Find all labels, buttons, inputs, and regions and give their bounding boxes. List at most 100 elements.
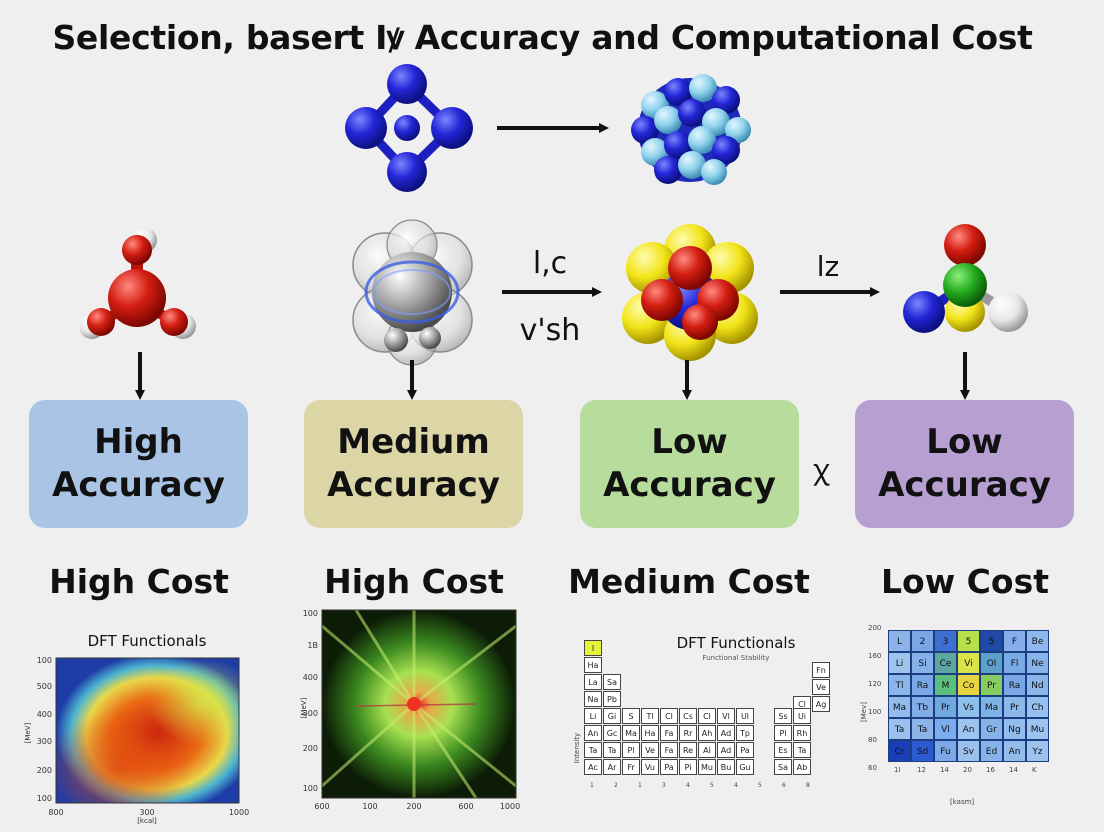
element-cell: Pb — [603, 691, 621, 707]
y-tick: 200 — [37, 766, 52, 775]
cost-label-2: High Cost — [324, 562, 504, 601]
element-cell: Ha — [641, 725, 659, 741]
y-tick: 100 — [37, 656, 52, 665]
periodic-table-subtitle: Functional Stability — [702, 654, 770, 662]
element-cell: Pi — [679, 759, 697, 775]
grid-cell: Ra — [1003, 674, 1026, 696]
element-cell: Ss — [774, 708, 792, 724]
element-cell: Ui — [793, 708, 811, 724]
element-cell: Sa — [603, 674, 621, 690]
element-cell: Tp — [736, 725, 754, 741]
x-tick: 800 — [48, 808, 63, 817]
element-cell: Ah — [698, 725, 716, 741]
element-cell: Pl — [774, 725, 792, 741]
yellow-red-molecule — [622, 224, 758, 361]
element-cell: Gc — [603, 725, 621, 741]
y-tick: 300 — [37, 737, 52, 746]
element-cell: Fr — [622, 759, 640, 775]
y-tick: 100 — [303, 784, 318, 793]
grid-x-label: [kasm] — [950, 798, 975, 806]
heatmap-1: DFT Functionals 100 500 400 300 200 100 … — [24, 632, 249, 825]
gray-orbital-molecule — [352, 219, 473, 366]
element-cell: Bu — [717, 759, 735, 775]
element-cell: La — [584, 674, 602, 690]
element-cell: Na — [584, 691, 602, 707]
accuracy-line2: Accuracy — [327, 465, 500, 505]
y-tick: 400 — [303, 673, 318, 682]
cost-label-1: High Cost — [49, 562, 229, 601]
accuracy-line1: High — [94, 422, 183, 462]
grid-cell: Nd — [1026, 674, 1049, 696]
y-tick: 60 — [868, 764, 877, 772]
grid-cell: Cr — [888, 740, 911, 762]
x-tick: 14 — [1009, 766, 1018, 774]
x-tick: 20 — [963, 766, 972, 774]
element-cell: I — [584, 640, 602, 656]
grid-cell: Ed — [980, 740, 1003, 762]
y-axis-label: [MeV] — [300, 697, 308, 718]
element-cell: Fn — [812, 662, 830, 678]
element-cell: Ve — [641, 742, 659, 758]
element-cell: Ac — [584, 759, 602, 775]
element-cell: Vu — [641, 759, 659, 775]
x-tick: 8 — [806, 782, 810, 789]
x-tick: 2 — [614, 782, 618, 789]
grid-cell: Fu — [934, 740, 957, 762]
element-cell: Cl — [698, 708, 716, 724]
y-tick: 100 — [303, 609, 318, 618]
grid-cell: Ma — [888, 696, 911, 718]
grid-cell: Ne — [1026, 652, 1049, 674]
grid-cell: Ta — [911, 718, 934, 740]
element-cell: Fa — [660, 725, 678, 741]
element-cell: Ha — [584, 657, 602, 673]
grid-cell: Sd — [911, 740, 934, 762]
page-title: Selection, basert Iꝟ Accuracy and Comput… — [52, 18, 1033, 57]
blue-square-molecule — [345, 64, 473, 192]
cost-label-3: Medium Cost — [568, 562, 810, 601]
x-tick: 300 — [139, 808, 154, 817]
element-cell: Ve — [812, 679, 830, 695]
grid-cell: 3 — [934, 630, 957, 652]
grid-cell: Yz — [1026, 740, 1049, 762]
x-tick: 200 — [406, 802, 421, 811]
element-cell: An — [584, 725, 602, 741]
grid-cell: Li — [888, 652, 911, 674]
grid-cell: Ch — [1026, 696, 1049, 718]
grid-cell: 2 — [911, 630, 934, 652]
element-cell: Ta — [584, 742, 602, 758]
grid-cell: Tl — [888, 674, 911, 696]
grid-cell: Fl — [1003, 652, 1026, 674]
x-tick: 3 — [662, 782, 666, 789]
element-cell: Gi — [603, 708, 621, 724]
x-tick: 1000 — [229, 808, 249, 817]
x-tick: 1I — [894, 766, 901, 774]
x-tick: 5 — [758, 782, 762, 789]
grid-cell: M — [934, 674, 957, 696]
between-symbol: ꭓ — [813, 453, 829, 486]
accuracy-line1: Low — [926, 422, 1003, 462]
y-tick: 200 — [303, 744, 318, 753]
grid-cell: F — [1003, 630, 1026, 652]
cost-label-4: Low Cost — [881, 562, 1049, 601]
x-tick: 16 — [986, 766, 995, 774]
element-cell: Rr — [679, 725, 697, 741]
element-cell: Al — [698, 742, 716, 758]
element-cell: Rh — [793, 725, 811, 741]
grid-cell: An — [1003, 740, 1026, 762]
x-tick: 600 — [314, 802, 329, 811]
element-cell: Ad — [717, 725, 735, 741]
grid-cell: Sv — [957, 740, 980, 762]
x-tick: 1 — [590, 782, 594, 789]
element-cell: Ar — [603, 759, 621, 775]
y-tick: 100 — [37, 794, 52, 803]
element-cell: Vl — [717, 708, 735, 724]
element-cell: Ad — [717, 742, 735, 758]
grid-cell: Vs — [957, 696, 980, 718]
y-tick: 300 — [303, 709, 318, 718]
grid-cell: Pr — [980, 674, 1003, 696]
accuracy-box-low-2: Low Accuracy — [855, 400, 1074, 528]
y-tick: 400 — [37, 710, 52, 719]
green-center-molecule — [903, 224, 1028, 333]
element-cell: Cl — [660, 708, 678, 724]
